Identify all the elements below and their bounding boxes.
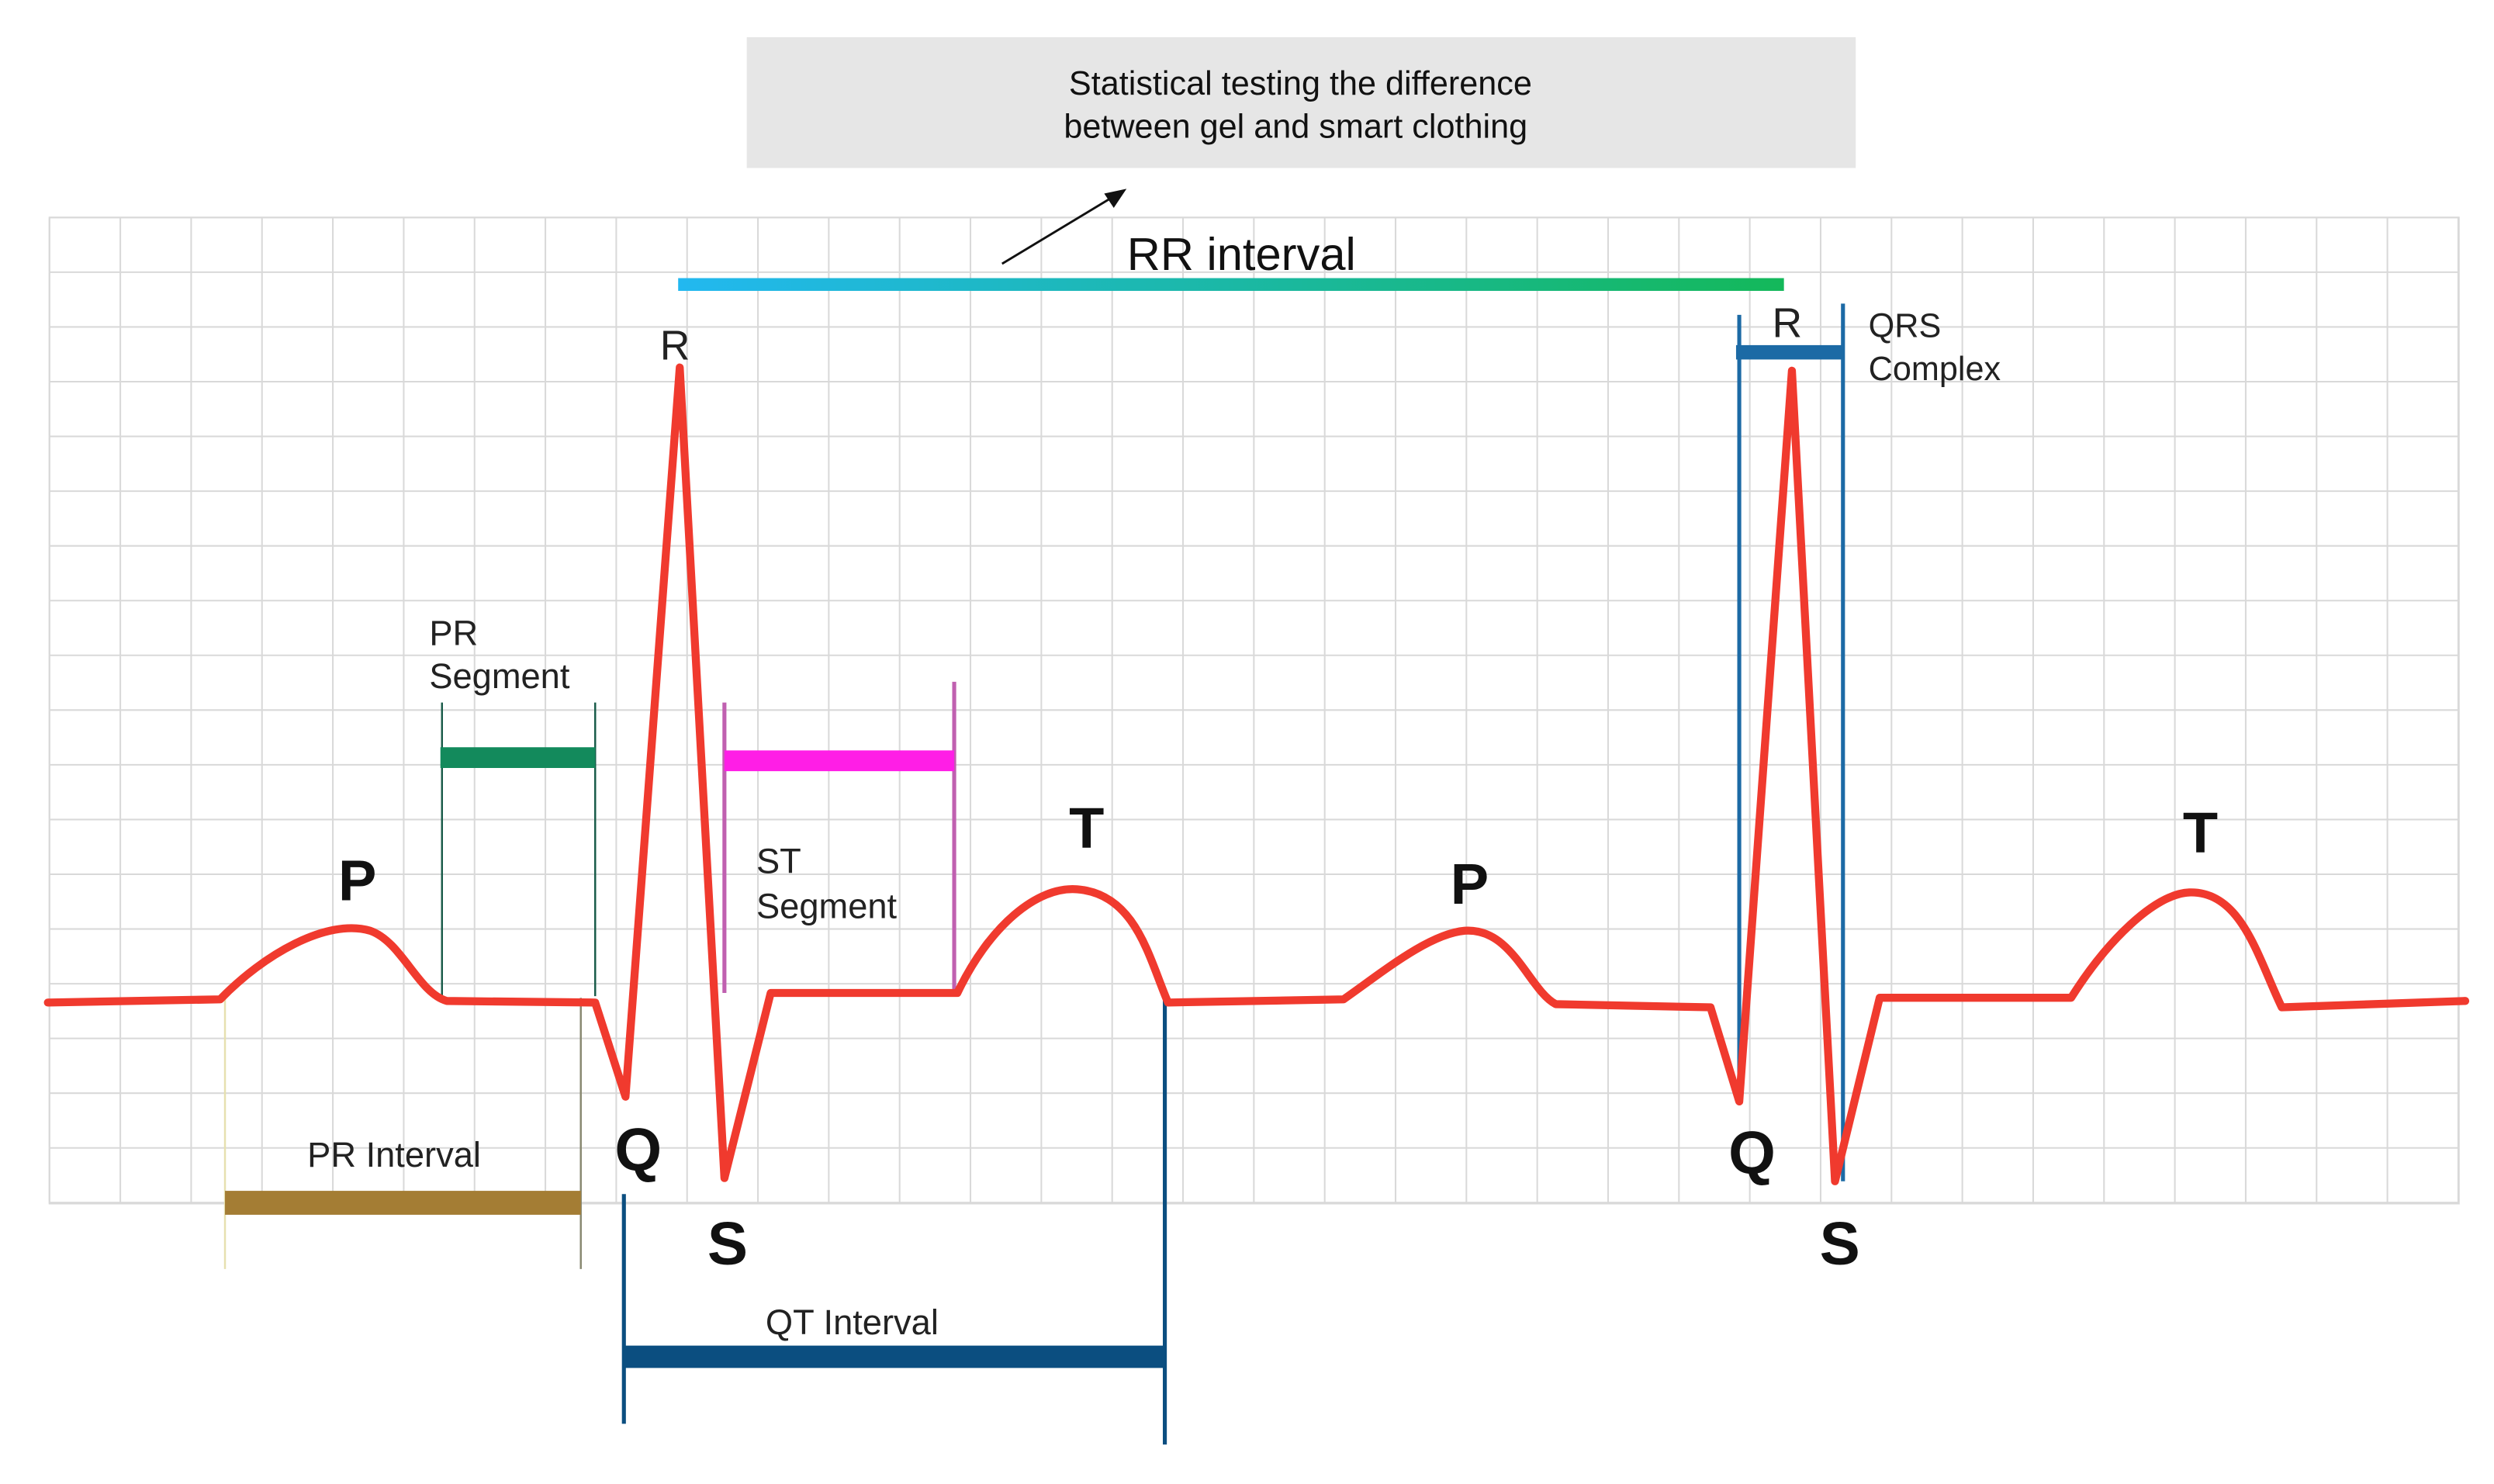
t-label-1: T (1069, 796, 1104, 860)
qrs-complex-marker (1735, 303, 1845, 1181)
p-label-1: P (338, 849, 376, 913)
qt-interval-label: QT Interval (766, 1302, 939, 1342)
pr-interval-label: PR Interval (307, 1135, 481, 1174)
ecg-trace (43, 363, 2470, 1185)
s-label-2: S (1820, 1209, 1860, 1278)
pr-interval-marker (223, 998, 582, 1269)
callout-arrow-head (1104, 189, 1127, 209)
t-label-2: T (2183, 801, 2218, 865)
st-segment-label-line1: ST (756, 842, 801, 881)
st-segment-marker (722, 681, 956, 994)
pr-segment-label-line2: Segment (429, 656, 570, 696)
callout-box (746, 36, 1856, 168)
ecg-grid (48, 216, 2460, 1205)
s-label-1: S (707, 1209, 748, 1278)
qrs-complex-label-line1: QRS (1869, 308, 1942, 345)
r-label-2: R (1772, 301, 1802, 347)
p-label-2: P (1451, 852, 1489, 916)
grid-border (48, 216, 2460, 1205)
r-label-1: R (660, 323, 690, 368)
callout-arrow-line (1001, 197, 1112, 265)
callout-text-line2: between gel and smart clothing (1064, 109, 1527, 146)
q-label-2: Q (1728, 1118, 1776, 1186)
q-label-1: Q (614, 1115, 662, 1183)
qt-interval-marker (621, 999, 1167, 1445)
rr-interval-bar (678, 278, 1784, 291)
pr-segment-marker (440, 702, 597, 997)
callout-text-line1: Statistical testing the difference (1069, 65, 1532, 102)
qrs-complex-label-line2: Complex (1869, 351, 2001, 388)
st-segment-label-line2: Segment (756, 886, 898, 925)
rr-interval-label: RR interval (1127, 228, 1356, 280)
pr-segment-label-line1: PR (429, 614, 478, 653)
